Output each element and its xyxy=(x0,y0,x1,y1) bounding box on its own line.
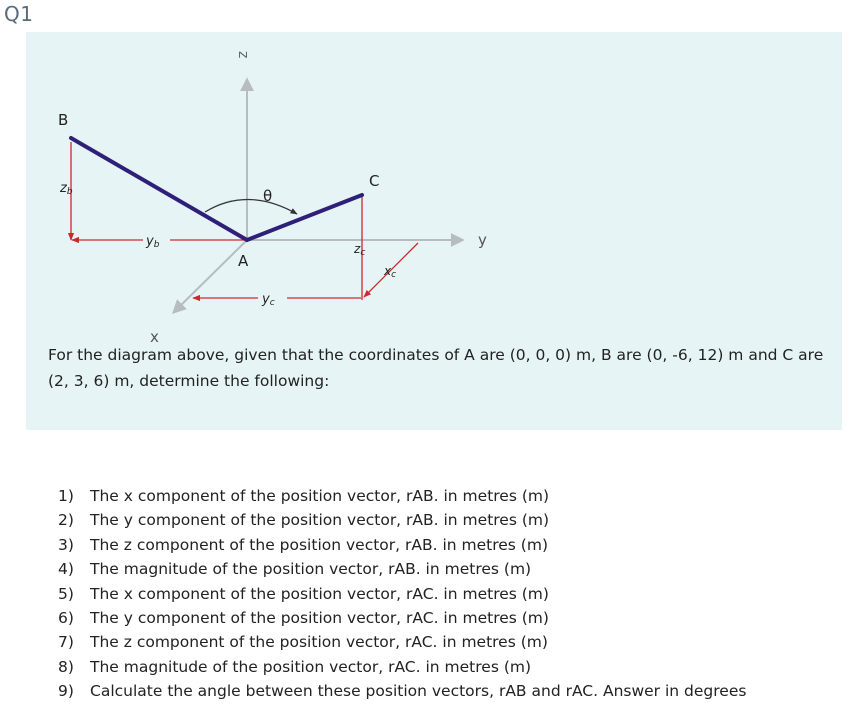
yc-dimension: yc xyxy=(192,292,361,308)
task-item: 4)The magnitude of the position vector, … xyxy=(58,560,532,579)
theta-arc-start xyxy=(204,199,233,213)
zb-dimension: zb xyxy=(59,142,75,241)
svg-text:xc: xc xyxy=(383,264,396,280)
point-c-label: C xyxy=(369,172,379,190)
xc-dimension: xc xyxy=(363,242,419,298)
svg-text:zc: zc xyxy=(353,242,365,258)
question-heading: Q1 xyxy=(4,2,34,26)
task-list: 1)The x component of the position vector… xyxy=(58,484,746,704)
theta-label: θ xyxy=(263,187,272,205)
y-axis-label: y xyxy=(478,231,487,249)
svg-text:zb: zb xyxy=(59,181,73,197)
vector-ac xyxy=(245,193,364,242)
task-item: 1)The x component of the position vector… xyxy=(58,487,550,505)
point-a-label: A xyxy=(238,252,249,270)
x-axis-line xyxy=(172,239,248,314)
question-panel xyxy=(26,32,842,430)
svg-text:yb: yb xyxy=(145,234,160,250)
task-item: 8)The magnitude of the position vector, … xyxy=(58,657,532,676)
vector-diagram: z y x zb yb zc xc yc θ B A C xyxy=(58,51,487,346)
point-b-label: B xyxy=(58,111,68,129)
task-item: 3)The z component of the position vector… xyxy=(58,535,548,554)
task-item: 7)The z component of the position vector… xyxy=(58,633,548,652)
theta-arc xyxy=(204,198,298,215)
task-item: 2)The y component of the position vector… xyxy=(58,511,550,530)
yb-dimension: yb xyxy=(71,234,246,250)
x-axis-label: x xyxy=(150,328,159,346)
problem-description: For the diagram above, given that the co… xyxy=(48,346,824,390)
task-item: 5)The x component of the position vector… xyxy=(58,584,549,603)
svg-text:yc: yc xyxy=(261,292,275,308)
z-axis-label: z xyxy=(235,51,251,58)
task-item: 6)The y component of the position vector… xyxy=(58,609,549,628)
task-item: 9)Calculate the angle between these posi… xyxy=(58,682,747,701)
vector-ab xyxy=(69,136,249,242)
zc-dimension: zc xyxy=(353,196,365,300)
